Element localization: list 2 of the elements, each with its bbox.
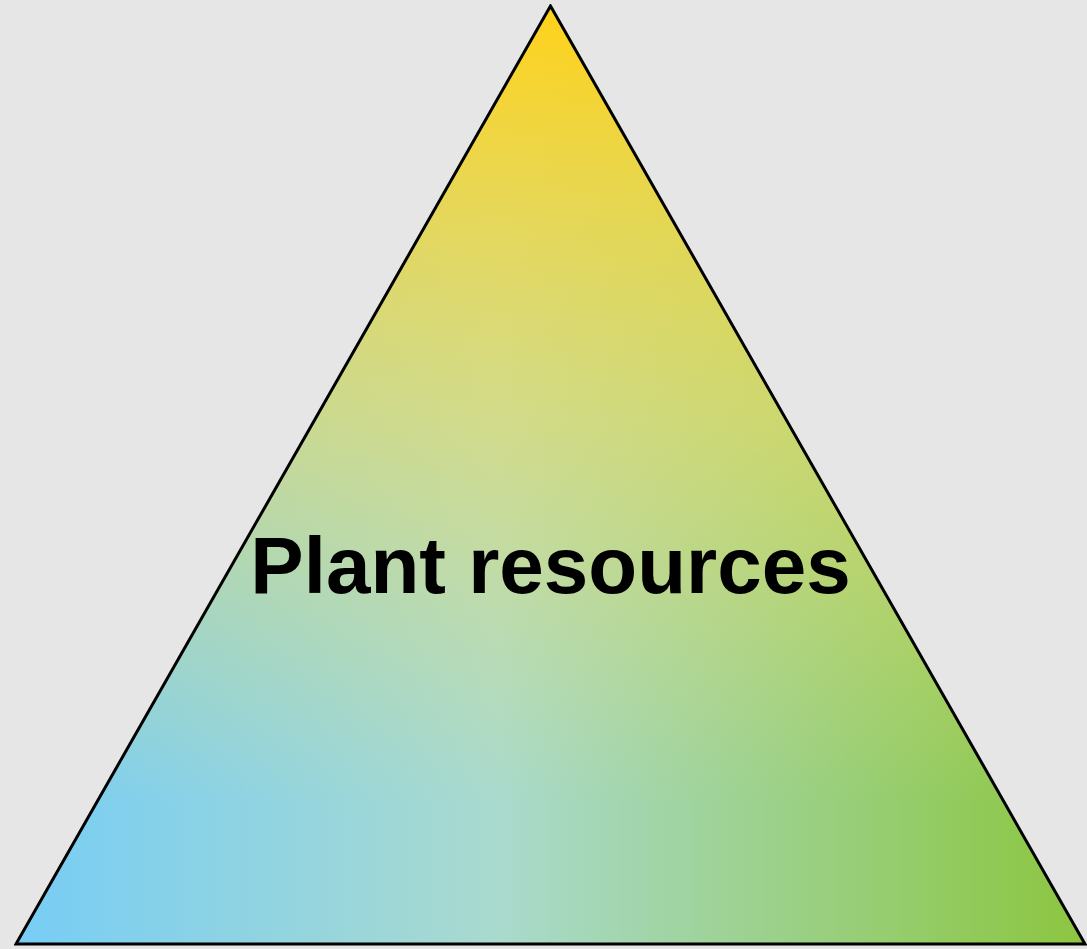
node-label: Plant resources [250, 526, 851, 606]
triangle-node [14, 4, 1087, 946]
